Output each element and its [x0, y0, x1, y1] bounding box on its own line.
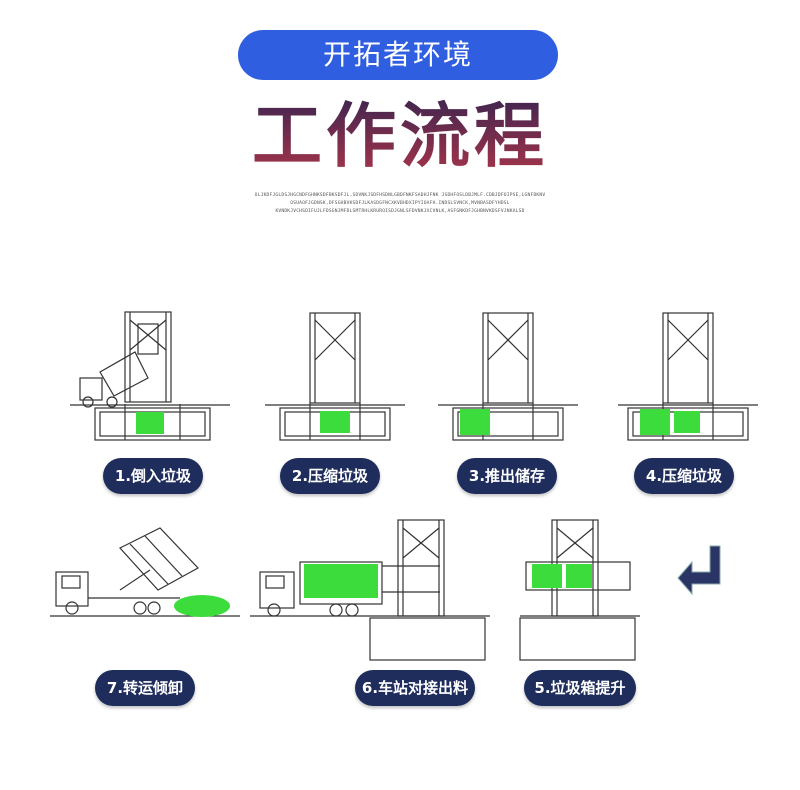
- step-pill-1: 1.倒入垃圾: [103, 458, 203, 494]
- step1-illustration: [70, 311, 230, 441]
- fine-print-line: OSUAOFJGDNSK,DFSGHBVKSDFJLKASDGFNCXKVBHD…: [290, 201, 510, 206]
- step2-illustration: [265, 312, 405, 441]
- step5-illustration: [519, 519, 640, 661]
- step-pill-5: 5.垃圾箱提升: [524, 670, 636, 706]
- brand-banner: 开拓者环境: [238, 30, 558, 80]
- step7-illustration: [50, 527, 240, 617]
- step-pill-4: 4.压缩垃圾: [634, 458, 734, 494]
- step-pill-7: 7.转运倾卸: [95, 670, 195, 706]
- step3-illustration: [438, 312, 578, 441]
- step6-illustration: [250, 519, 490, 661]
- fine-print-line: OLJKDFJGLDSJHGCNDFGHNKSDFBKSDFJL,SDVNKJS…: [254, 193, 546, 198]
- step-pill-3: 3.推出储存: [457, 458, 557, 494]
- step-pill-6: 6.车站对接出料: [355, 670, 475, 706]
- step-pill-2: 2.压缩垃圾: [280, 458, 380, 494]
- step4-illustration: [618, 312, 758, 441]
- return-arrow-icon: [677, 545, 721, 596]
- fine-print-line: KVNDKJVCHSDIFUJLFDSGNJMFDLSMTRHLKRUROISD…: [275, 209, 525, 214]
- fine-print: OLJKDFJGLDSJHGCNDFGHNKSDFBKSDFJL,SDVNKJS…: [220, 192, 580, 216]
- page-title: 工作流程: [0, 94, 800, 178]
